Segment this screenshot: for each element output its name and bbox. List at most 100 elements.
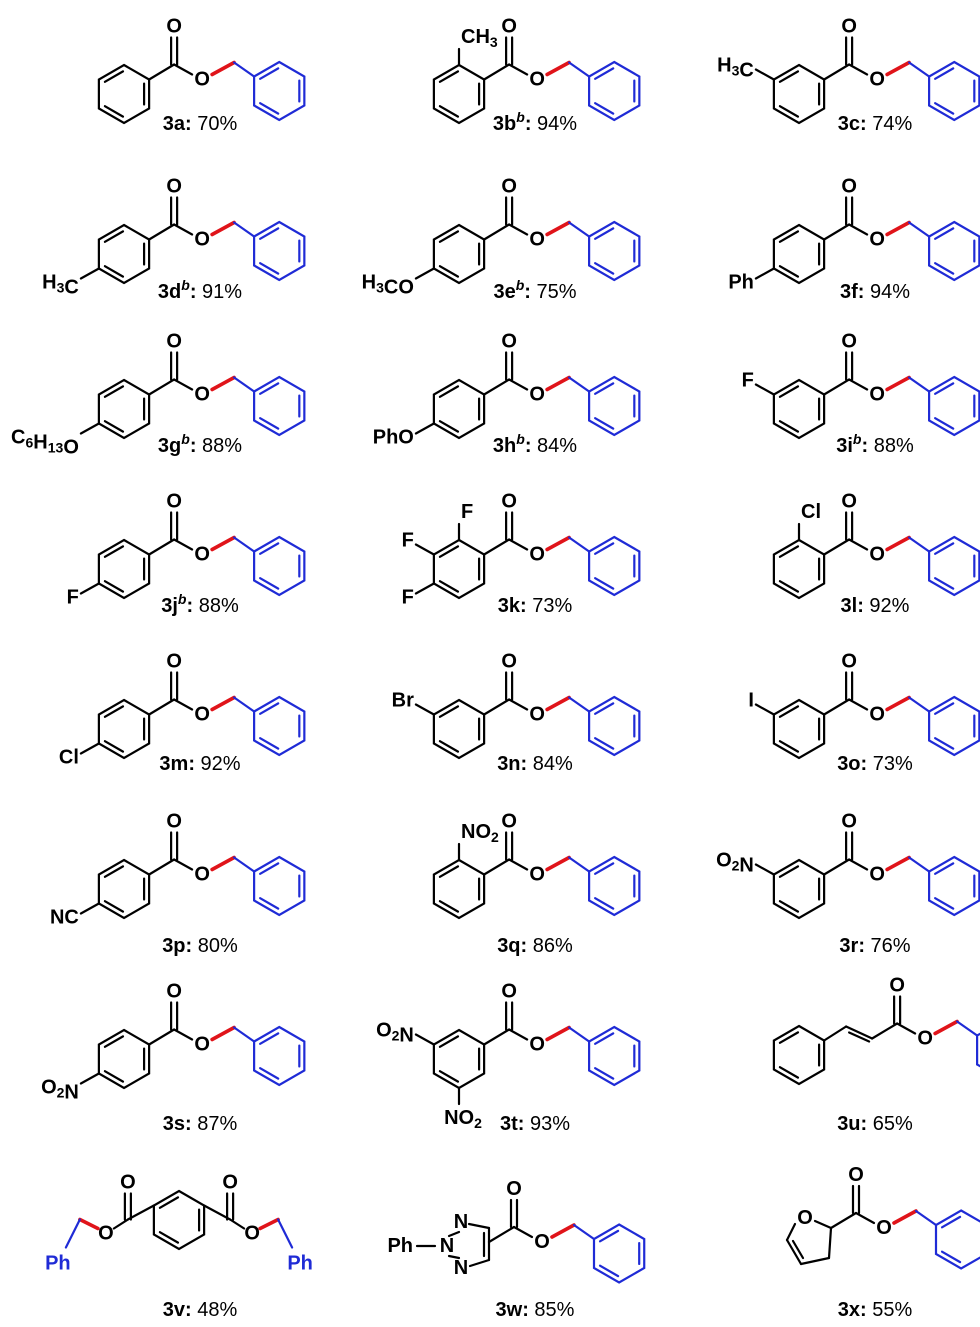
3l-aryl-ring-double-bond bbox=[778, 545, 800, 558]
3h-benzyl-ring-double-bond bbox=[594, 417, 615, 430]
3t-benzyl-ring-double-bond bbox=[594, 1067, 615, 1080]
3w-benzyl-ring-outline bbox=[592, 1223, 646, 1284]
3k-benzyl-ring-double-bond bbox=[594, 542, 615, 555]
3x-ch2-ph-bond bbox=[914, 1209, 938, 1227]
compound-yield: 48% bbox=[192, 1299, 238, 1321]
3w-benzyl-ring-double-bond bbox=[598, 1264, 620, 1278]
3i-c-o-single bbox=[848, 378, 869, 391]
3t-c-carbonyl-bond bbox=[483, 1028, 511, 1046]
3s-aryl-ring bbox=[97, 1028, 151, 1090]
3f-aryl-ring-double-bond bbox=[778, 265, 800, 278]
3a-aryl-ring-double-bond bbox=[103, 70, 125, 83]
3o-ester-o: O bbox=[869, 704, 885, 726]
3k-aryl-ring-outline bbox=[432, 538, 486, 600]
3w-n1: N bbox=[454, 1211, 468, 1233]
3p-c-carbonyl-bond bbox=[148, 858, 176, 876]
3r-aryl-ring-outline bbox=[772, 858, 826, 920]
3t-aryl-ring bbox=[432, 1028, 486, 1090]
compound-id: 3e bbox=[493, 281, 515, 303]
compound-yield: 88% bbox=[196, 435, 242, 457]
3f-benzyl-ring-double-bond bbox=[934, 262, 955, 275]
3j-c-carbonyl-bond bbox=[148, 538, 176, 556]
compound-yield: 65% bbox=[867, 1113, 913, 1135]
3l-new-o-ch2-bond bbox=[885, 535, 911, 552]
3d-para-bond bbox=[79, 267, 100, 280]
3u-vinyl-1 bbox=[823, 1025, 848, 1042]
compound-label: 3w: 85% bbox=[496, 1299, 575, 1321]
3l-carbonyl-o: O bbox=[841, 491, 857, 513]
3o-ch2-ph-bond bbox=[908, 696, 931, 713]
compound-yield: 70% bbox=[192, 113, 238, 135]
3v-carbonyl-o: O bbox=[222, 1172, 238, 1194]
3f-carbonyl-o: O bbox=[841, 176, 857, 198]
3g-carbonyl-o: O bbox=[166, 331, 182, 353]
3k-benzyl-ring bbox=[588, 535, 641, 597]
3m-benzyl-ring bbox=[253, 695, 306, 757]
3o-carbonyl-o: O bbox=[841, 651, 857, 673]
3k-benzyl-ring-outline bbox=[588, 535, 641, 597]
3l-benzyl-ring bbox=[928, 535, 980, 597]
3i-benzyl-ring bbox=[928, 375, 980, 437]
3v-ph-group: Ph bbox=[45, 1253, 71, 1275]
3d-carbonyl-o: O bbox=[166, 176, 182, 198]
3a-benzyl-ring bbox=[253, 60, 306, 122]
3n-c-carbonyl-bond bbox=[483, 698, 511, 716]
3u-benzyl-ring-outline bbox=[976, 1032, 980, 1068]
3x-furan-double bbox=[791, 1239, 805, 1260]
3t-ester-o: O bbox=[529, 1034, 545, 1056]
3h-aryl-ring bbox=[432, 378, 486, 440]
3o-aryl-ring-outline bbox=[772, 698, 826, 760]
3g-benzyl-ring bbox=[253, 375, 306, 437]
3v-terephthal-ring-outline bbox=[152, 1189, 206, 1251]
footnote-mark: b bbox=[516, 277, 525, 293]
3s-benzyl-ring bbox=[253, 1025, 306, 1087]
3i-ester-o: O bbox=[869, 384, 885, 406]
3p-aryl-ring-double-bond bbox=[103, 865, 125, 878]
3u-c-carbonyl-bond bbox=[871, 1022, 899, 1040]
3k-aryl-ring-double-bond bbox=[438, 545, 460, 558]
3w-ph-group: Ph bbox=[387, 1235, 413, 1257]
3n-carbonyl-o: O bbox=[501, 651, 517, 673]
compound-yield: 74% bbox=[867, 113, 913, 135]
3n-meta-group: Br bbox=[392, 690, 414, 712]
compound-id: 3o bbox=[837, 753, 860, 775]
3a-ester-o: O bbox=[194, 69, 210, 91]
3e-ester-o: O bbox=[529, 229, 545, 251]
3d-ch2-ph-bond bbox=[233, 221, 256, 238]
3a-aryl-ring-outline bbox=[97, 63, 151, 125]
3f-ester-o: O bbox=[869, 229, 885, 251]
3b-aryl-ring-double-bond bbox=[438, 105, 460, 118]
3g-aryl-ring bbox=[97, 378, 151, 440]
3u-carbonyl-o: O bbox=[889, 975, 905, 997]
3u-phenyl-ring-double-bond bbox=[778, 1066, 800, 1079]
3q-benzyl-ring-outline bbox=[588, 855, 641, 917]
3g-benzyl-ring-double-bond bbox=[259, 417, 280, 430]
3k-benzyl-ring-double-bond bbox=[594, 577, 615, 590]
compound-id: 3c bbox=[838, 113, 860, 135]
3j-ch2-ph-bond bbox=[233, 536, 256, 553]
3t-aryl-ring-outline bbox=[432, 1028, 486, 1090]
3v-terephthal-ring-double-bond bbox=[158, 1231, 180, 1244]
3h-c-carbonyl-bond bbox=[483, 378, 511, 396]
compound-label: 3f: 94% bbox=[840, 281, 910, 303]
3l-benzyl-ring-double-bond bbox=[934, 577, 955, 590]
3p-aryl-ring-double-bond bbox=[103, 900, 125, 913]
compound-label: 3ib: 88% bbox=[836, 431, 914, 457]
compound-yield: 73% bbox=[867, 753, 913, 775]
compound-label: 3l: 92% bbox=[841, 595, 910, 617]
3v-ch2-ph bbox=[64, 1218, 81, 1249]
compound-label: 3t: 93% bbox=[500, 1113, 570, 1135]
compound-yield: 80% bbox=[192, 935, 238, 957]
3x-benzyl-ring bbox=[934, 1209, 980, 1270]
3e-carbonyl-o: O bbox=[501, 176, 517, 198]
3x-new-o-ch2-bond bbox=[892, 1209, 918, 1225]
3p-aryl-ring bbox=[97, 858, 151, 920]
3r-carbonyl-o: O bbox=[841, 811, 857, 833]
3l-aryl-ring-outline bbox=[772, 538, 826, 600]
